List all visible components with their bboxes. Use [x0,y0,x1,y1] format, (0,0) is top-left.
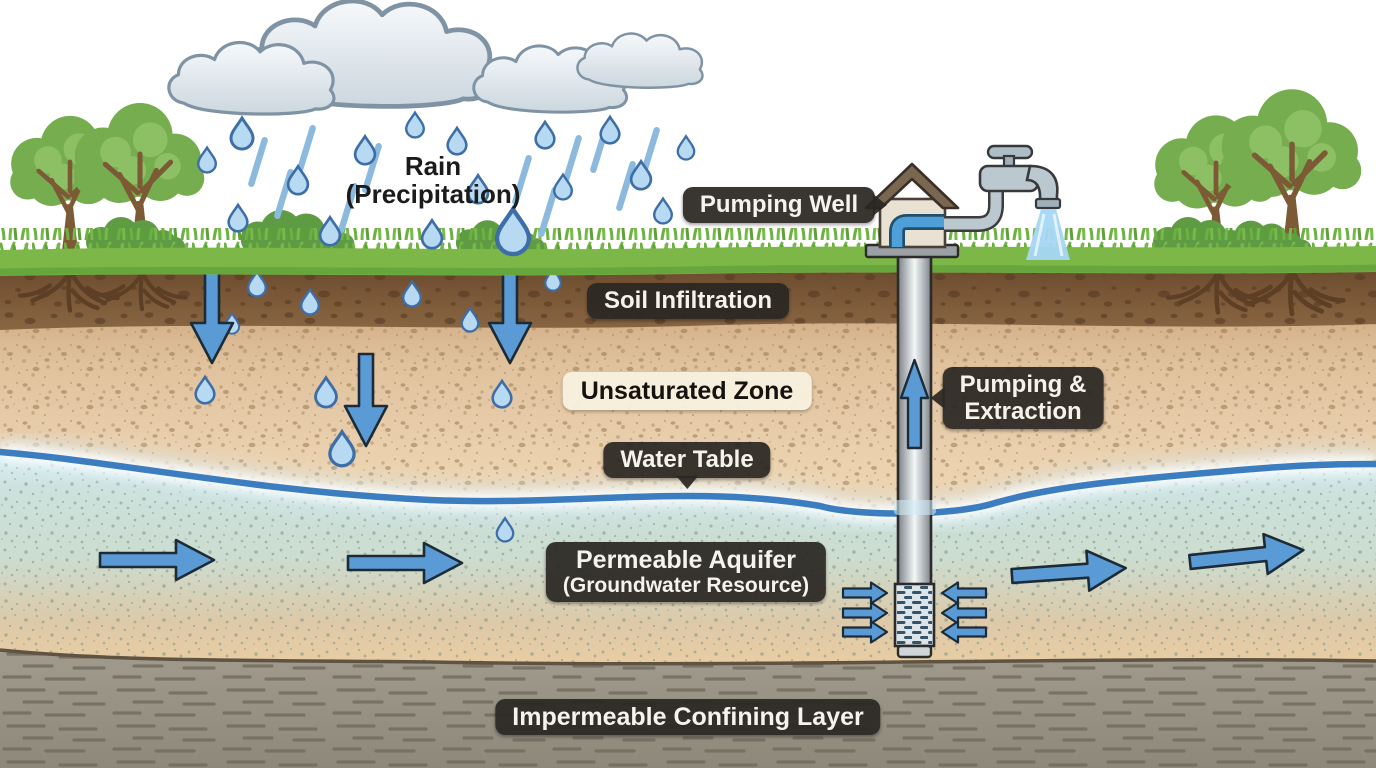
rain-label: Rain (Precipitation) [346,152,521,208]
well-screen-cap [896,644,933,659]
faucet-pipe [944,188,1002,230]
pumping-up-arrow [899,358,930,450]
label-permeable-aquifer-line2: (Groundwater Resource) [562,574,810,597]
well-screen [893,582,936,659]
rain-label-line2: (Precipitation) [345,179,521,209]
faucet-water-spray [1026,209,1070,260]
rain-label-line1: Rain [404,151,462,181]
label-impermeable-layer: Impermeable Confining Layer [495,699,881,735]
faucet-nozzle [1034,197,1062,210]
label-pointer [873,194,898,216]
label-unsaturated-zone: Unsaturated Zone [562,372,812,410]
label-pumping-extraction-line1: Pumping & [959,371,1087,398]
water-table-glow-on-casing [894,500,936,515]
grass-layer [0,228,1376,276]
faucet [978,144,1062,210]
label-soil-infiltration-text: Soil Infiltration [604,287,772,314]
label-unsaturated-zone-text: Unsaturated Zone [580,377,794,405]
label-pumping-extraction-line2: Extraction [964,398,1082,425]
label-pointer [675,476,698,500]
pumping-well-assembly [841,144,1070,659]
well-house-pipe [891,216,946,247]
label-pumping-extraction: Pumping & Extraction [930,367,1104,429]
label-pumping-well-text: Pumping Well [699,191,859,218]
water-table-line [0,435,1376,531]
label-permeable-aquifer-line1: Permeable Aquifer [576,546,796,574]
label-water-table: Water Table [603,442,771,489]
label-soil-infiltration: Soil Infiltration [587,283,789,319]
label-impermeable-layer-text: Impermeable Confining Layer [512,703,864,731]
label-pointer [920,387,945,409]
label-water-table-text: Water Table [620,446,754,473]
label-permeable-aquifer: Permeable Aquifer (Groundwater Resource) [545,542,827,602]
label-pumping-well: Pumping Well [682,187,888,223]
